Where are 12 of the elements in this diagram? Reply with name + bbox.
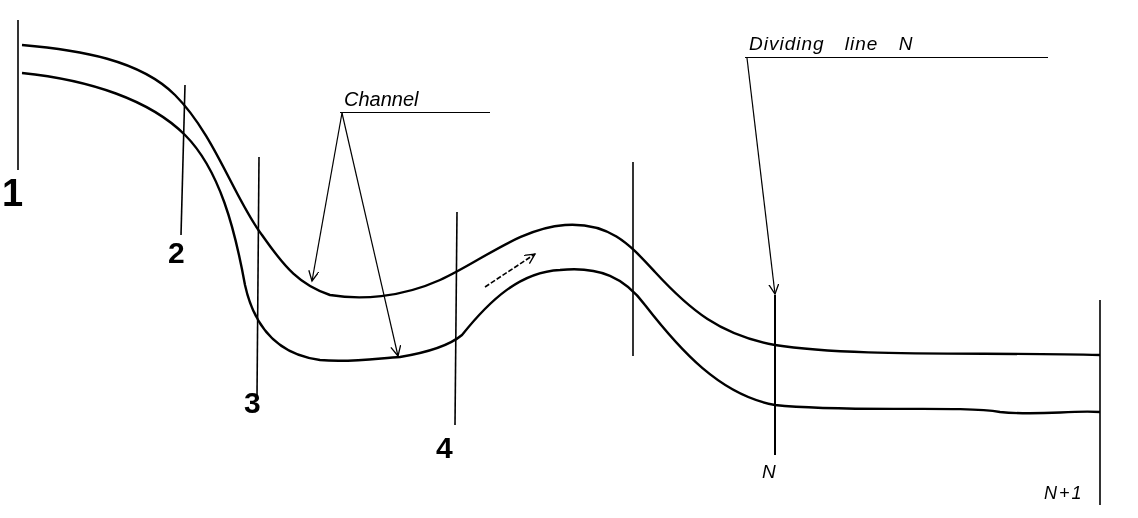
callout-label: Dividing line N — [745, 31, 1048, 58]
leader-line — [341, 112, 402, 357]
section-number: 2 — [168, 238, 185, 268]
section-number: 3 — [244, 388, 261, 418]
leader-line — [308, 112, 343, 282]
section-number: 4 — [436, 433, 453, 463]
leader-line — [746, 57, 780, 295]
section-number: 1 — [2, 174, 24, 212]
dividing-line — [774, 295, 776, 455]
section-number: N+1 — [1044, 484, 1084, 502]
channel-bank-line — [21, 71, 1101, 415]
section-number: N — [762, 462, 776, 481]
